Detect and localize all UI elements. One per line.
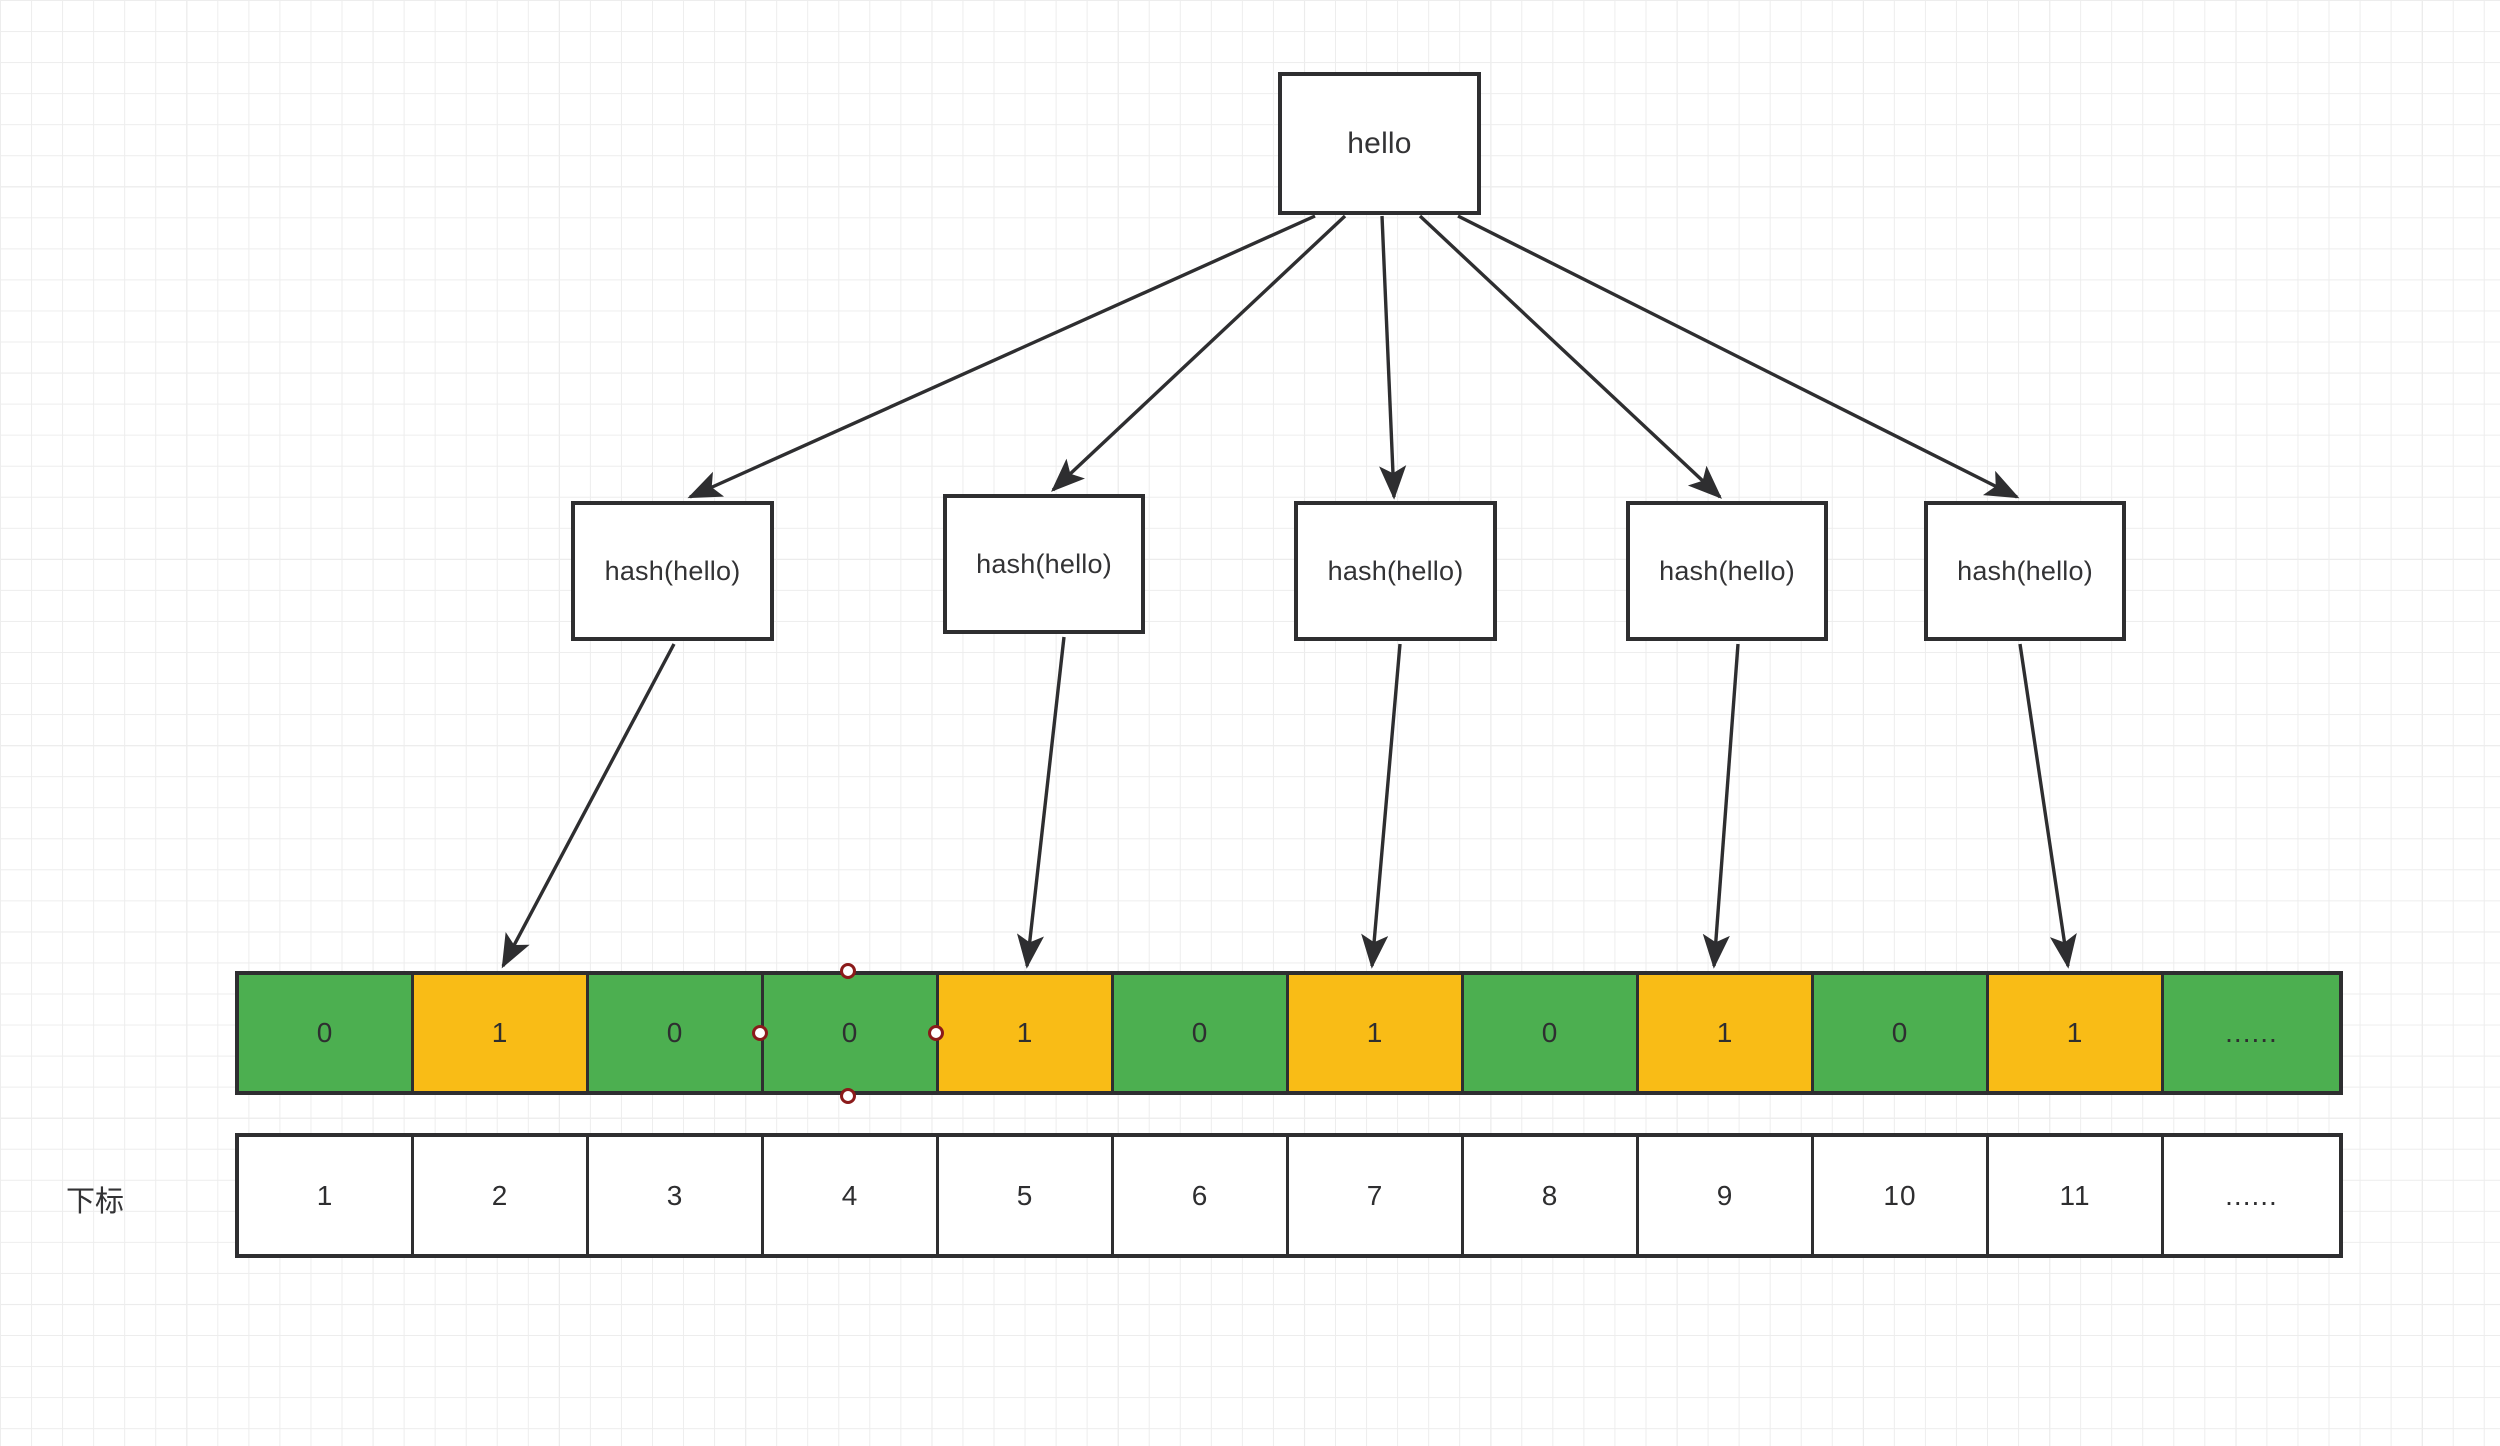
handle-left[interactable] [752,1025,768,1041]
node-hash-3[interactable]: hash(hello) [1294,501,1497,641]
handle-top[interactable] [840,963,856,979]
node-hash-4[interactable]: hash(hello) [1626,501,1828,641]
arrow-hash-to-bit-5 [2018,643,2077,969]
index-row-label: 下标 [66,1186,125,1218]
index-cell-12-value: ...... [2225,1179,2278,1211]
index-cell-9-value: 9 [1716,1179,1734,1211]
bit-cell-11-value: 1 [2066,1017,2084,1048]
index-cell-10-value: 10 [1883,1179,1917,1211]
node-hash-1-label: hash(hello) [604,555,741,586]
node-hello-label: hello [1347,126,1412,160]
node-hash-3-label: hash(hello) [1327,555,1464,586]
node-hash-2-label: hash(hello) [976,548,1112,579]
index-cell-6-value: 6 [1191,1179,1209,1211]
bit-cell-7[interactable]: 1 [1289,975,1464,1091]
index-cell-4[interactable]: 4 [764,1137,939,1254]
bit-cell-3-value: 0 [666,1017,684,1048]
index-cell-11[interactable]: 11 [1989,1137,2164,1254]
arrow-hello-to-hash-1 [687,214,1316,499]
index-cell-1-value: 1 [316,1179,334,1211]
node-hash-5-label: hash(hello) [1957,555,2093,586]
bit-cell-5-value: 1 [1016,1017,1034,1048]
index-cell-2[interactable]: 2 [414,1137,589,1254]
handle-right[interactable] [928,1025,944,1041]
bit-cell-1[interactable]: 0 [239,975,414,1091]
bit-cell-4-value: 0 [841,1017,859,1048]
node-hash-2[interactable]: hash(hello) [943,494,1145,634]
bit-cell-12-value: ...... [2225,1017,2278,1048]
bit-cell-4[interactable]: 0 [764,975,939,1091]
arrow-hello-to-hash-2 [1051,214,1347,492]
index-cell-10[interactable]: 10 [1814,1137,1989,1254]
handle-bottom[interactable] [840,1088,856,1104]
index-cell-5-value: 5 [1016,1179,1034,1211]
index-cell-8[interactable]: 8 [1464,1137,1639,1254]
node-hello[interactable]: hello [1278,72,1481,215]
bit-cell-10-value: 0 [1891,1017,1909,1048]
index-cell-3[interactable]: 3 [589,1137,764,1254]
bit-cell-11[interactable]: 1 [1989,975,2164,1091]
bit-cell-6[interactable]: 0 [1114,975,1289,1091]
bit-cell-1-value: 0 [316,1017,334,1048]
arrow-hash-to-bit-1 [501,643,676,969]
bit-cell-9[interactable]: 1 [1639,975,1814,1091]
hash-to-bit-edges [501,636,2077,969]
bit-cell-5[interactable]: 1 [939,975,1114,1091]
bit-cell-9-value: 1 [1716,1017,1734,1048]
bit-cell-8-value: 0 [1541,1017,1559,1048]
index-cell-1[interactable]: 1 [239,1137,414,1254]
bit-cell-6-value: 0 [1191,1017,1209,1048]
bit-cell-12[interactable]: ...... [2164,975,2339,1091]
index-cell-9[interactable]: 9 [1639,1137,1814,1254]
arrow-hello-to-hash-3 [1379,215,1407,500]
index-cell-2-value: 2 [491,1179,509,1211]
arrow-hello-to-hash-5 [1457,214,2020,499]
bit-cell-3[interactable]: 0 [589,975,764,1091]
node-hash-1[interactable]: hash(hello) [571,501,774,641]
index-array[interactable]: 1 2 3 4 5 6 7 8 9 10 11...... [235,1133,2343,1258]
bit-cell-2[interactable]: 1 [414,975,589,1091]
bit-cell-10[interactable]: 0 [1814,975,1989,1091]
index-cell-4-value: 4 [841,1179,859,1211]
bit-cell-7-value: 1 [1366,1017,1384,1048]
index-cell-7-value: 7 [1366,1179,1384,1211]
index-cell-7[interactable]: 7 [1289,1137,1464,1254]
node-hash-4-label: hash(hello) [1659,555,1795,586]
index-cell-11-value: 11 [2059,1179,2091,1211]
node-hash-5[interactable]: hash(hello) [1924,501,2126,641]
index-cell-6[interactable]: 6 [1114,1137,1289,1254]
index-cell-3-value: 3 [666,1179,684,1211]
index-cell-5[interactable]: 5 [939,1137,1114,1254]
arrow-hash-to-bit-3 [1361,643,1402,969]
index-cell-12[interactable]: ...... [2164,1137,2339,1254]
index-cell-8-value: 8 [1541,1179,1559,1211]
arrow-hash-to-bit-2 [1016,636,1066,969]
root-edges [687,214,2020,500]
arrow-hash-to-bit-4 [1702,643,1740,969]
bit-array[interactable]: 0 1 0 0 1 0 1 0 1 0 1...... [235,971,2343,1095]
arrow-hello-to-hash-4 [1418,214,1722,499]
bit-cell-8[interactable]: 0 [1464,975,1639,1091]
bit-cell-2-value: 1 [491,1017,509,1048]
